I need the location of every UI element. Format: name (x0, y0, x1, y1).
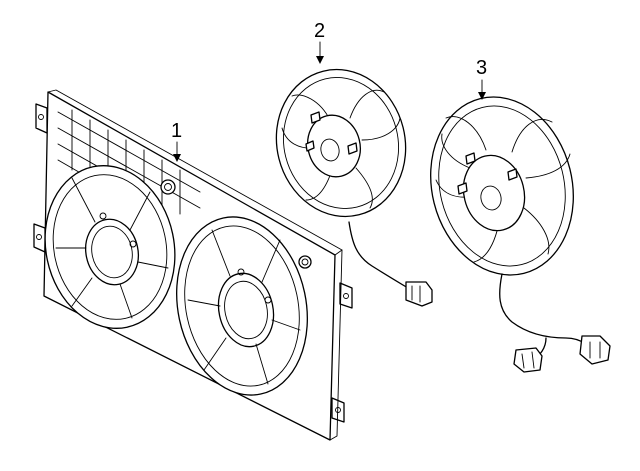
right-fan-opening (176, 216, 308, 396)
mounting-tab (35, 103, 48, 134)
callout-label: 3 (476, 57, 487, 79)
mounting-tab (33, 223, 46, 253)
wire-harness (348, 221, 409, 289)
electrical-connector (579, 335, 611, 365)
electrical-connector (405, 281, 433, 307)
fan-shroud (33, 89, 353, 441)
callout-2: 2 (314, 20, 325, 64)
callout-label: 1 (171, 120, 182, 142)
fan-motor-small (275, 68, 433, 307)
callout-3: 3 (476, 57, 487, 100)
electrical-connector (513, 347, 543, 373)
mounting-boss (298, 255, 312, 269)
fan-motor-large (430, 96, 611, 373)
left-fan-opening (44, 165, 176, 329)
callout-1: 1 (171, 120, 182, 162)
mounting-tab (339, 282, 353, 309)
wire-harness (499, 273, 587, 345)
mounting-boss (160, 179, 176, 195)
callout-label: 2 (314, 20, 325, 42)
